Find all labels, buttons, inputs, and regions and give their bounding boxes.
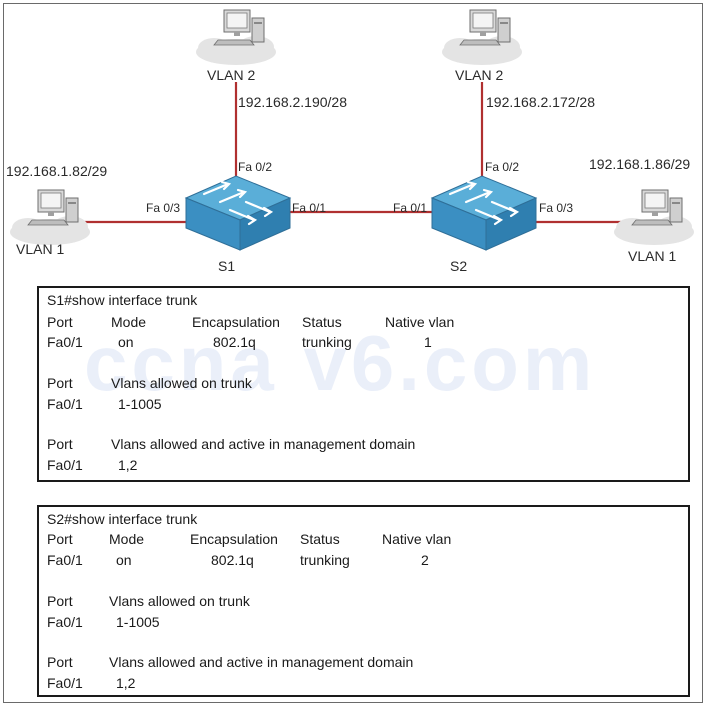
s1-h3-port: Port: [47, 436, 73, 452]
s2-r1-port: Fa0/1: [47, 552, 83, 568]
pc-vlan2-s2-icon: [441, 9, 523, 66]
s1-r1-port: Fa0/1: [47, 334, 83, 350]
pc-vlan1-s1-icon: [9, 189, 91, 246]
s2-h2-text: Vlans allowed on trunk: [109, 593, 250, 609]
pc-s1-vlan-label: VLAN 2: [207, 67, 256, 83]
s2-r3-port: Fa0/1: [47, 675, 83, 691]
s1-r3-port: Fa0/1: [47, 457, 83, 473]
pc-s2-vlan1-label: VLAN 1: [628, 248, 677, 264]
s1-h3-text: Vlans allowed and active in management d…: [111, 436, 416, 452]
s2-output-box: [37, 505, 690, 697]
s1-h1-port: Port: [47, 314, 73, 330]
switch-s1-icon: [184, 174, 292, 252]
s1-r2-text: 1-1005: [118, 396, 162, 412]
switch-s2-icon: [430, 174, 538, 252]
port-s2-fa01: Fa 0/1: [393, 201, 428, 215]
switch-s1-label: S1: [218, 258, 236, 274]
s2-r2-port: Fa0/1: [47, 614, 83, 630]
s1-prompt: S1#show interface trunk: [47, 292, 198, 308]
port-s2-fa02: Fa 0/2: [485, 160, 520, 174]
s1-r1-encap: 802.1q: [213, 334, 256, 350]
s1-h2-port: Port: [47, 375, 73, 391]
s2-r1-status: trunking: [300, 552, 350, 568]
s2-h1-status: Status: [300, 531, 340, 547]
ip-s2-vlan1: 192.168.1.86/29: [589, 156, 691, 172]
s2-r2-text: 1-1005: [116, 614, 160, 630]
pc-vlan1-s2-icon: [613, 189, 695, 246]
s1-h2-text: Vlans allowed on trunk: [111, 375, 252, 391]
port-s1-fa03: Fa 0/3: [146, 201, 181, 215]
s1-output-box: [37, 286, 690, 482]
s2-h1-mode: Mode: [109, 531, 145, 547]
switch-s2-label: S2: [450, 258, 468, 274]
port-s2-fa03: Fa 0/3: [539, 201, 574, 215]
ip-s1-vlan2: 192.168.2.190/28: [238, 94, 347, 110]
s1-r1-mode: on: [118, 334, 134, 350]
s2-r1-encap: 802.1q: [211, 552, 254, 568]
s2-r1-native: 2: [421, 552, 429, 568]
s1-r3-text: 1,2: [118, 457, 138, 473]
s1-h1-mode: Mode: [111, 314, 147, 330]
s2-r3-text: 1,2: [116, 675, 136, 691]
s1-r1-native: 1: [424, 334, 432, 350]
s1-r2-port: Fa0/1: [47, 396, 83, 412]
s2-h3-text: Vlans allowed and active in management d…: [109, 654, 414, 670]
figure-frame: [3, 3, 703, 703]
s1-r1-status: trunking: [302, 334, 352, 350]
s2-r1-mode: on: [116, 552, 132, 568]
s2-h1-encap: Encapsulation: [190, 531, 278, 547]
s2-h3-port: Port: [47, 654, 73, 670]
s2-h1-port: Port: [47, 531, 73, 547]
s2-h1-native: Native vlan: [382, 531, 452, 547]
port-s1-fa01: Fa 0/1: [292, 201, 327, 215]
network-topology: [9, 9, 695, 252]
pc-vlan2-s1-icon: [195, 9, 277, 66]
s1-h1-native: Native vlan: [385, 314, 455, 330]
port-s1-fa02: Fa 0/2: [238, 160, 273, 174]
s1-h1-encap: Encapsulation: [192, 314, 280, 330]
ip-s1-vlan1: 192.168.1.82/29: [6, 163, 108, 179]
pc-s1-vlan1-label: VLAN 1: [16, 241, 65, 257]
s1-h1-status: Status: [302, 314, 342, 330]
s2-prompt: S2#show interface trunk: [47, 511, 198, 527]
pc-s2-vlan-label: VLAN 2: [455, 67, 504, 83]
ip-s2-vlan2: 192.168.2.172/28: [486, 94, 595, 110]
s2-h2-port: Port: [47, 593, 73, 609]
